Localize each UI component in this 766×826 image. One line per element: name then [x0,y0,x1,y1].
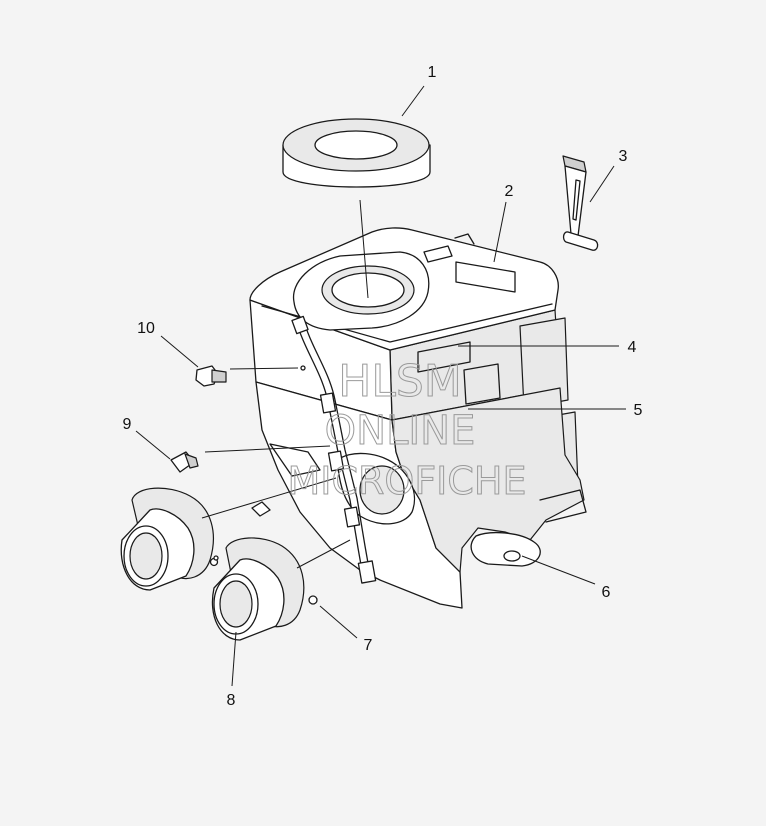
intake-boot-right[interactable] [211,537,305,641]
callout-10: 10 [137,320,155,337]
watermark: HLSM ONLINE MICROFICHE [287,356,527,504]
air-filter-element[interactable] [282,118,431,188]
airbox-housing[interactable] [249,227,587,609]
callout-9: 9 [123,416,132,433]
watermark-line-3: MICROFICHE [287,459,526,503]
callout-6: 6 [602,584,611,601]
callout-labels: 1 2 3 4 5 6 7 8 9 10 [123,64,643,709]
intake-boot-left[interactable] [120,487,219,591]
fitting[interactable] [170,451,271,517]
callout-1: 1 [428,64,437,81]
callout-3: 3 [619,148,628,165]
callout-5: 5 [634,402,643,419]
watermark-line-1: HLSM [338,356,462,407]
retaining-strap[interactable] [562,155,599,251]
callout-2: 2 [505,183,514,200]
leader-lines [135,85,626,687]
wing-nut[interactable] [195,365,227,387]
callout-4: 4 [628,339,637,356]
callout-7: 7 [364,637,373,654]
screw[interactable] [213,555,318,605]
watermark-line-2: ONLINE [325,408,476,454]
callout-8: 8 [227,692,236,709]
